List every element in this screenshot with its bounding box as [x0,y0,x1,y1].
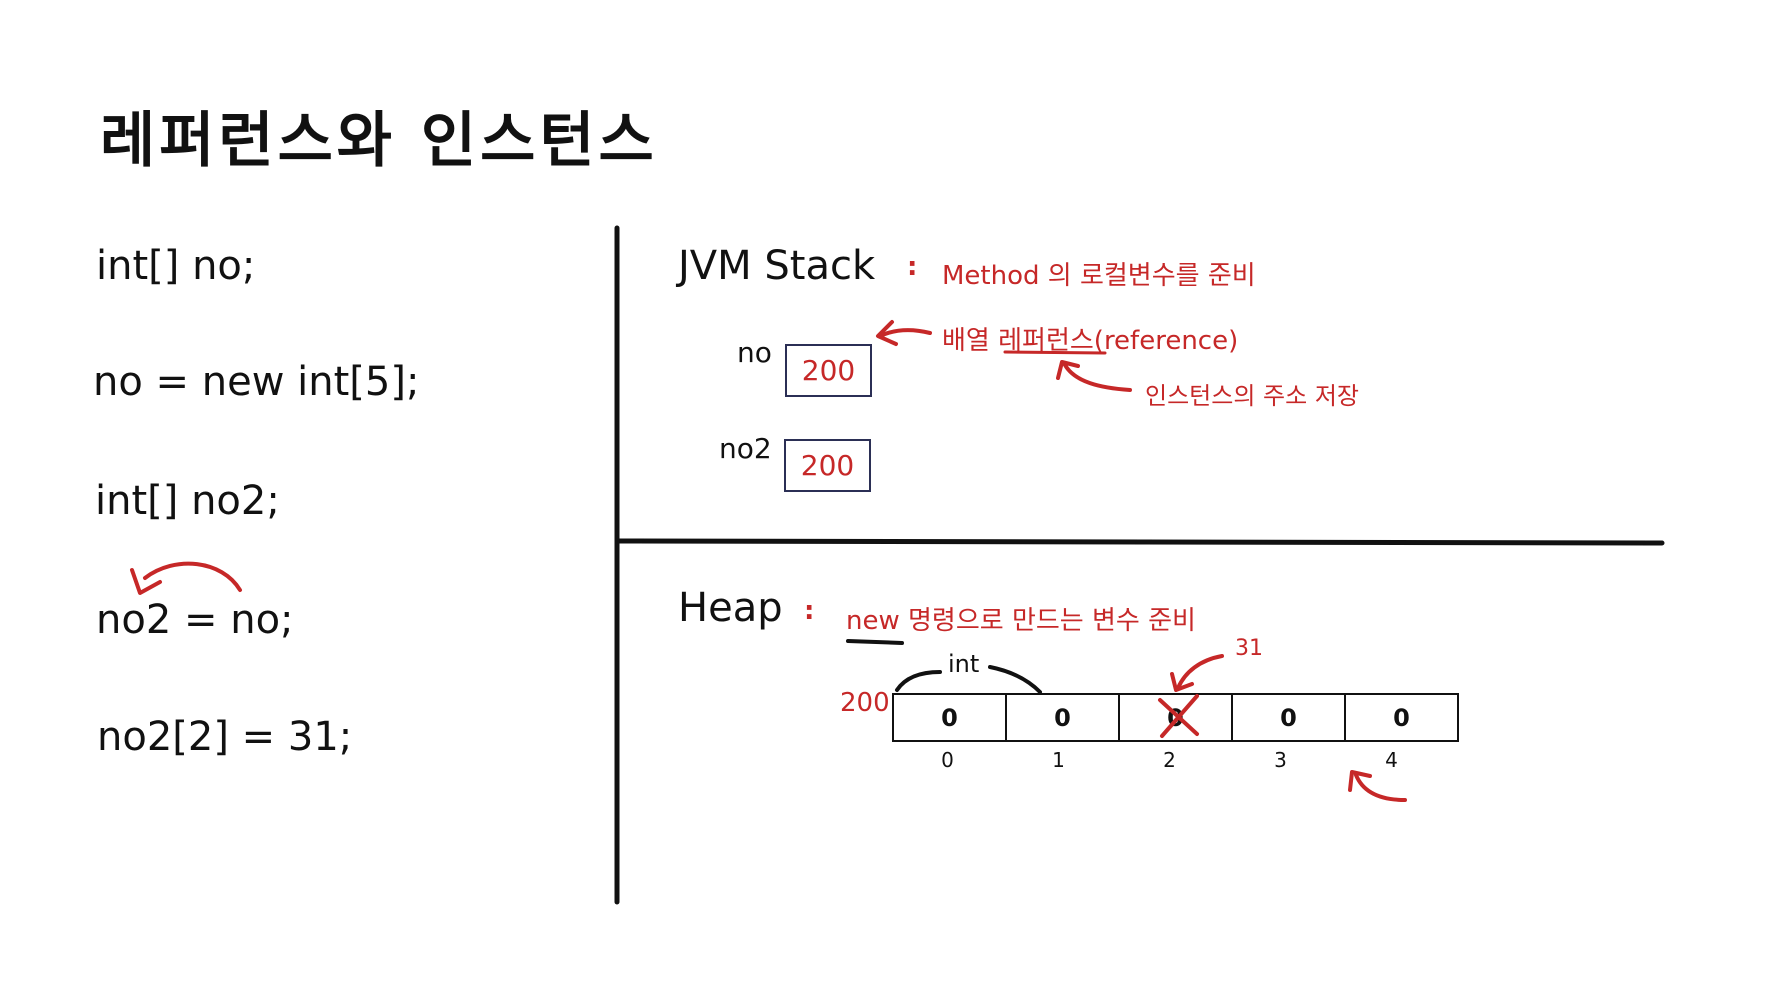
reference-note-prefix: 배열 [942,326,999,356]
address-arrow-head-icon [1056,360,1080,380]
heap-address: 200 [840,688,890,718]
stack-slot-no2: 200 [784,439,871,492]
instance-arrow-icon [1354,773,1407,802]
array-index: 0 [941,748,954,772]
array-cell-value: 0 [941,703,958,732]
stack-slot-value: 200 [800,449,855,482]
code-line-declare-no2: int[] no2; [95,478,280,524]
array-cell-value: 0 [1280,703,1297,732]
array-cell-value: 0 [1054,703,1071,732]
updated-value: 31 [1235,636,1263,661]
heap-description-rest: 명령으로 만드는 변수 준비 [899,606,1196,636]
reference-underline [1003,350,1107,355]
heap-description: new 명령으로 만드는 변수 준비 [846,600,1196,637]
assign-arrow-icon [143,561,242,592]
address-note: 인스턴스의 주소 저장 [1145,382,1359,410]
array-index: 4 [1385,748,1398,772]
int-brace-right [988,665,1042,694]
array-cell: 0 [1346,695,1457,740]
stack-slot-value: 200 [801,354,856,387]
stack-title: JVM Stack [678,243,876,289]
array-indices: 0 1 2 3 4 [892,748,1447,772]
array-cell: 0 [894,695,1007,740]
array-index: 3 [1274,748,1287,772]
array-cell-value: 0 [1393,703,1410,732]
reference-note-suffix: (reference) [1093,326,1239,356]
horizontal-divider [614,538,1665,546]
int-brace-left [895,670,942,692]
page-title: 레퍼런스와 인스턴스 [100,106,658,176]
variable-label-no: no [737,336,772,369]
stack-description: Method 의 로컬변수를 준비 [942,261,1256,291]
code-line-set-element: no2[2] = 31; [97,714,353,760]
cross-out-icon [1160,694,1199,738]
update-arrow-head-icon [1170,672,1194,692]
reference-arrow-icon [878,328,932,338]
variable-label-no2: no2 [719,432,772,465]
code-line-declare-no: int[] no; [96,243,256,289]
update-arrow-icon [1176,654,1224,690]
heap-array: 0 0 0 0 0 [892,693,1459,742]
stack-colon: : [907,252,918,282]
array-cell: 0 [1007,695,1120,740]
array-cell: 0 [1233,695,1346,740]
reference-note: 배열 레퍼런스(reference) [942,320,1238,357]
array-index: 2 [1163,748,1176,772]
code-line-new-array: no = new int[5]; [93,359,420,405]
element-type-label: int [948,650,980,678]
code-line-assign-no2: no2 = no; [96,597,294,643]
address-arrow-icon [1063,363,1132,392]
heap-description-keyword: new [846,606,900,636]
new-underline [846,639,904,645]
array-index: 1 [1052,748,1065,772]
reference-arrow-head-icon [876,320,898,346]
assign-arrow-head-icon [130,568,162,595]
heap-title: Heap [678,585,783,631]
heap-colon: : [804,596,815,626]
stack-slot-no: 200 [785,344,872,397]
instance-arrow-head-icon [1348,770,1372,792]
